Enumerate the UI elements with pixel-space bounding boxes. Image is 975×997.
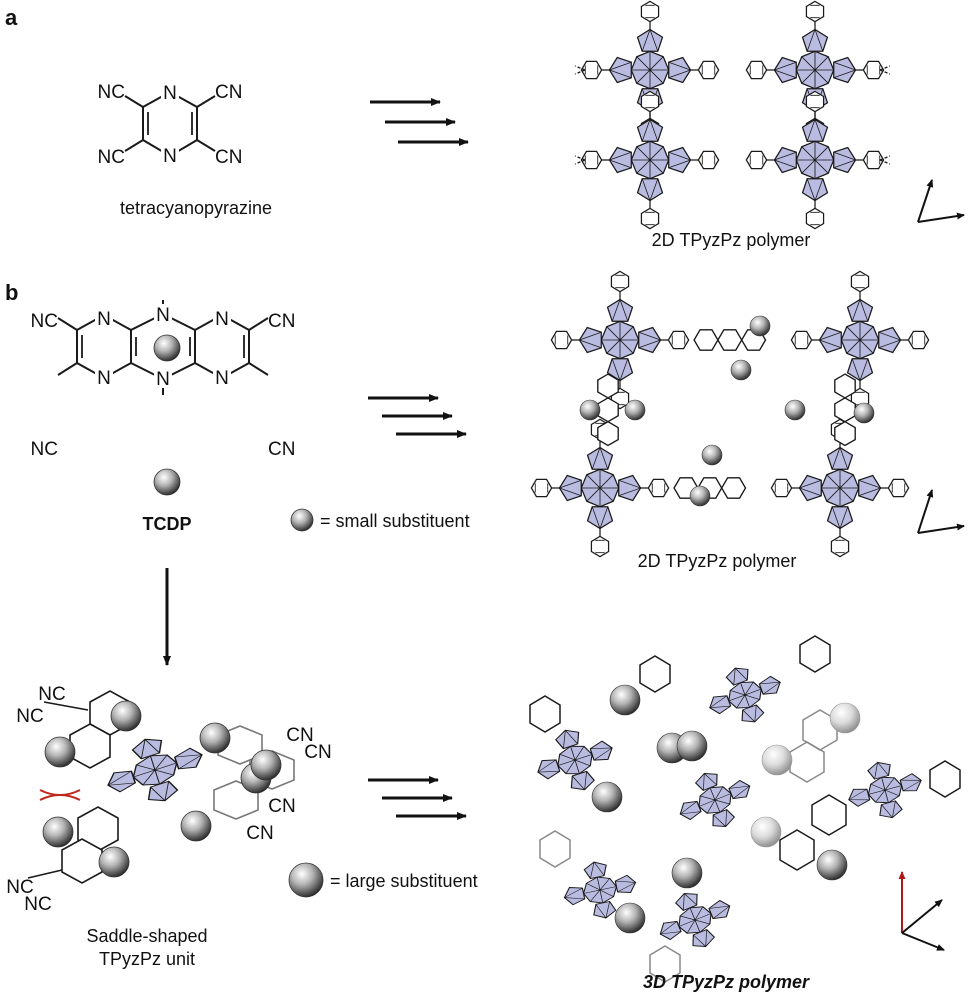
- polymer-2d-b-label: 2D TPyzPz polymer: [638, 551, 797, 571]
- polymer-3d-label: 3D TPyzPz polymer: [643, 972, 810, 992]
- tcdp-label: TCDP: [143, 514, 192, 534]
- panel-label-b: b: [5, 280, 18, 305]
- tcdp-n-3: N: [156, 305, 170, 326]
- tcdp-nc-bottom: NC: [31, 439, 58, 460]
- axes-2d-b: [917, 489, 965, 534]
- axes-2d-a: [917, 179, 965, 223]
- tetracyanopyrazine-label: tetracyanopyrazine: [120, 198, 272, 218]
- large-substituent-label: = large substituent: [330, 871, 478, 891]
- saddle-cn-3: CN: [268, 796, 295, 817]
- large-substituent-ball: [288, 862, 324, 898]
- reaction-arrows-b: [368, 394, 467, 438]
- tcdp-n-4: N: [156, 369, 170, 390]
- saddle-cn-4: CN: [246, 823, 273, 844]
- saddle-nc-1: NC: [38, 684, 65, 705]
- polymer-2d-a-label: 2D TPyzPz polymer: [652, 230, 811, 250]
- tcdp-cn-bottom: CN: [268, 439, 295, 460]
- reaction-arrows-a: [370, 98, 469, 146]
- axes-3d: [898, 871, 945, 951]
- nc-bottom-left: NC: [98, 147, 125, 168]
- saddle-cn-2: CN: [304, 742, 331, 763]
- panel-label-a: a: [5, 5, 18, 30]
- saddle-label-line1: Saddle-shaped: [86, 926, 207, 946]
- cn-bottom-right: CN: [215, 147, 242, 168]
- saddle-nc-2: NC: [16, 706, 43, 727]
- small-substituent-ball: [290, 508, 314, 532]
- atom-n-top: N: [163, 83, 177, 104]
- tcdp-structure: N N N N N N NC NC CN CN: [31, 300, 295, 496]
- saddle-nc-4: NC: [24, 894, 51, 915]
- steric-clash-mark: [39, 789, 81, 801]
- large-substituent-legend: = large substituent: [288, 862, 478, 898]
- atom-n-bottom: N: [163, 146, 177, 167]
- cn-top-right: CN: [215, 82, 242, 103]
- tcdp-n-1: N: [97, 309, 111, 330]
- small-substituent-label: = small substituent: [320, 511, 470, 531]
- tcdp-n-6: N: [215, 368, 229, 389]
- saddle-nc-3: NC: [6, 877, 33, 898]
- nc-top-left: NC: [98, 82, 125, 103]
- tcdp-n-5: N: [215, 309, 229, 330]
- tcdp-substituent-top: [153, 334, 181, 362]
- saddle-label-line2: TPyzPz unit: [99, 949, 195, 969]
- reaction-arrows-c: [368, 776, 467, 820]
- polymer-3d: [527, 635, 961, 983]
- tetracyanopyrazine-structure: N N NC CN NC CN: [98, 82, 242, 168]
- tcdp-cn-top: CN: [268, 311, 295, 332]
- tcdp-n-2: N: [97, 368, 111, 389]
- tcdp-substituent-bottom: [153, 468, 181, 496]
- saddle-cn-1: CN: [286, 725, 313, 746]
- tcdp-nc-top: NC: [31, 311, 58, 332]
- polymer-2d-b: [531, 271, 928, 556]
- polymer-2d-a: [574, 1, 891, 228]
- small-substituent-legend: = small substituent: [290, 508, 470, 532]
- saddle-unit-structure: NC NC CN CN CN CN NC NC: [6, 684, 331, 915]
